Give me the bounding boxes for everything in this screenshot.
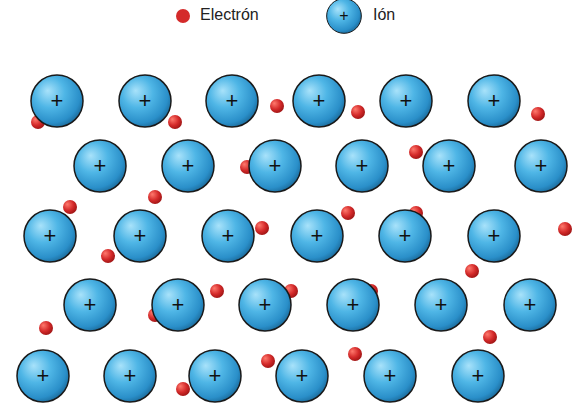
charge-sign: + (275, 349, 329, 403)
ion: + (188, 349, 242, 403)
charge-sign: + (414, 278, 468, 332)
charge-sign: + (467, 74, 521, 128)
charge-sign: + (161, 139, 215, 193)
charge-sign: + (379, 74, 433, 128)
ion: + (16, 349, 70, 403)
ion: + (467, 209, 521, 263)
charge-sign: + (503, 278, 557, 332)
ion: + (238, 278, 292, 332)
ion: + (161, 139, 215, 193)
ion: + (248, 139, 302, 193)
charge-sign: + (451, 349, 505, 403)
charge-sign: + (16, 349, 70, 403)
ion: + (201, 209, 255, 263)
ion-swatch: + (326, 0, 362, 34)
charge-sign: + (292, 74, 346, 128)
charge-sign: + (205, 74, 259, 128)
ion: + (205, 74, 259, 128)
ion: + (151, 278, 205, 332)
charge-sign: + (514, 139, 568, 193)
ion: + (514, 139, 568, 193)
ion: + (503, 278, 557, 332)
charge-sign: + (113, 209, 167, 263)
charge-sign: + (326, 278, 380, 332)
ion: + (113, 209, 167, 263)
ion: + (326, 278, 380, 332)
charge-sign: + (118, 74, 172, 128)
charge-sign: + (151, 278, 205, 332)
charge-sign: + (290, 209, 344, 263)
ion: + (30, 74, 84, 128)
charge-sign: + (326, 0, 362, 34)
charge-sign: + (238, 278, 292, 332)
ion: + (451, 349, 505, 403)
charge-sign: + (335, 139, 389, 193)
ion: + (414, 278, 468, 332)
ion: + (292, 74, 346, 128)
ion: + (290, 209, 344, 263)
ion: + (118, 74, 172, 128)
charge-sign: + (23, 209, 77, 263)
ion: + (335, 139, 389, 193)
charge-sign: + (63, 278, 117, 332)
ion: + (63, 278, 117, 332)
ion: + (275, 349, 329, 403)
ion: + (363, 349, 417, 403)
charge-sign: + (363, 349, 417, 403)
charge-sign: + (188, 349, 242, 403)
ion: + (23, 209, 77, 263)
charge-sign: + (422, 139, 476, 193)
charge-sign: + (248, 139, 302, 193)
charge-sign: + (378, 209, 432, 263)
charge-sign: + (73, 139, 127, 193)
charge-sign: + (30, 74, 84, 128)
legend-text: Electrón (200, 6, 259, 24)
charge-sign: + (201, 209, 255, 263)
electron-swatch (174, 7, 192, 25)
ion: + (467, 74, 521, 128)
charge-sign: + (103, 349, 157, 403)
ion: + (379, 74, 433, 128)
charge-sign: + (467, 209, 521, 263)
ion: + (378, 209, 432, 263)
ion: + (103, 349, 157, 403)
ion: + (422, 139, 476, 193)
ion: + (73, 139, 127, 193)
legend-text: Ión (373, 6, 395, 24)
